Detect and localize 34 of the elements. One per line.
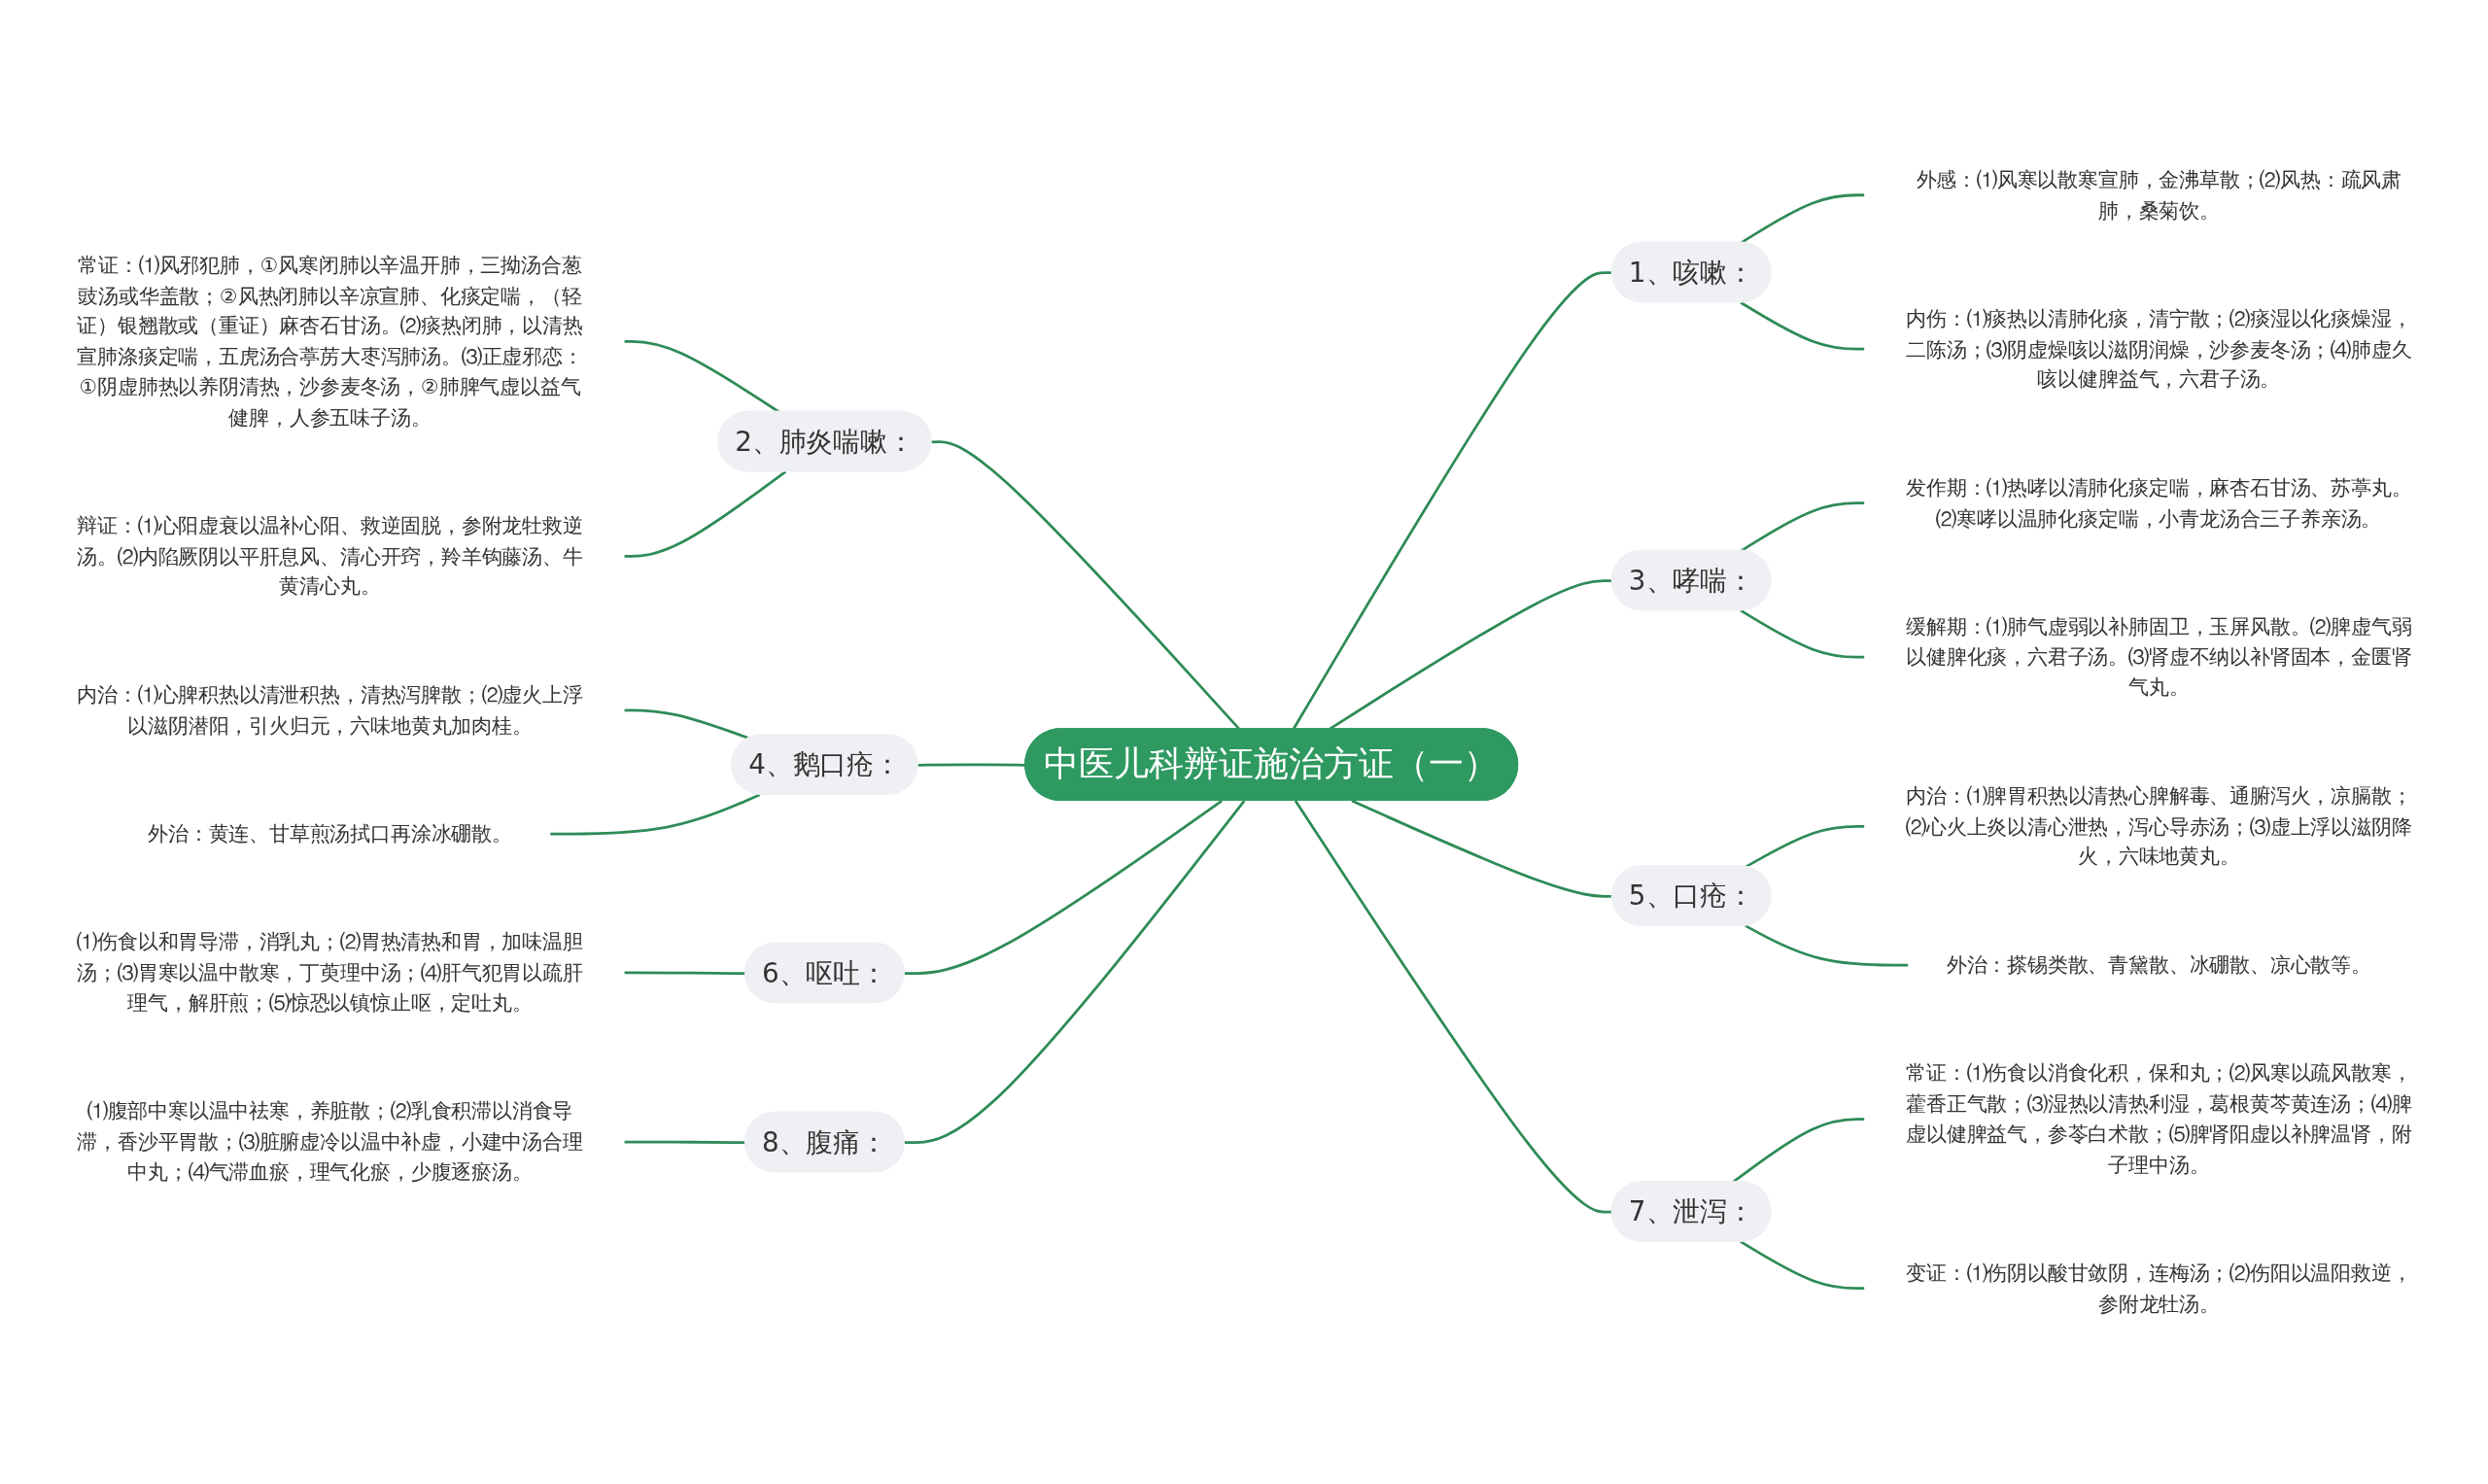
- node-text: 内伤：⑴痰热以清肺化痰，清宁散；⑵痰湿以化痰燥湿，二陈汤；⑶阴虚燥咳以滋阴润燥，沙参麦冬汤；⑷肺虚久咳以健脾益气，六君子汤。: [1905, 306, 2411, 392]
- connector: [904, 800, 1223, 976]
- connector: [1739, 1240, 1865, 1291]
- node-text: 发作期：⑴热哮以清肺化痰定喘，麻杏石甘汤、苏葶丸。⑵寒哮以温肺化痰定喘，小青龙汤合三子养亲汤。: [1905, 475, 2411, 531]
- connector: [1328, 579, 1612, 731]
- connector: [623, 1140, 745, 1145]
- connector: [931, 440, 1241, 731]
- node-text: 内治：⑴心脾积热以清泄积热，清热泻脾散；⑵虚火上浮以滋阴潜阳，引火归元，六味地黄丸加肉桂。: [77, 682, 583, 738]
- connector: [1739, 501, 1865, 553]
- node-text: 缓解期：⑴肺气虚弱以补肺固卫，玉屏风散。⑵脾虚气弱以健脾化痰，六君子汤。⑶肾虚不纳以补肾固本，金匮肾气丸。: [1905, 614, 2411, 700]
- node-text: 变证：⑴伤阴以酸甘敛阴，连梅汤；⑵伤阳以温阳救逆，参附龙牡汤。: [1905, 1260, 2411, 1316]
- connector: [1351, 800, 1612, 899]
- connector: [549, 793, 760, 836]
- connector: [1739, 301, 1865, 351]
- node-text: ⑴腹部中寒以温中祛寒，养脏散；⑵乳食积滞以消食导滞，香沙平胃散；⑶脏腑虚冷以温中补虚，小建中汤合理中丸；⑷气滞血瘀，理气化瘀，少腹逐瘀汤。: [77, 1099, 583, 1185]
- node-text: 辩证：⑴心阳虚衰以温补心阳、救逆固脱，参附龙牡救逆汤。⑵内陷厥阴以平肝息风、清心开窍，羚羊钩藤汤、牛黄清心丸。: [77, 513, 583, 599]
- connector: [1744, 825, 1865, 869]
- node-text: ⑴伤食以和胃导滞，消乳丸；⑵胃热清热和胃，加味温胆汤；⑶胃寒以温中散寒，丁萸理中汤；⑷肝气犯胃以疏肝理气，解肝煎；⑸惊恐以镇惊止呕，定吐丸。: [77, 930, 583, 1016]
- connector: [1731, 1118, 1865, 1184]
- node-text: 外治：黄连、甘草煎汤拭口再涂冰硼散。: [147, 821, 512, 846]
- node-text: 内治：⑴脾胃积热以清热心脾解毒、通腑泻火，凉膈散；⑵心火上炎以清心泄热，泻心导赤汤；⑶虚上浮以滋阴降火，六味地黄丸。: [1905, 783, 2411, 869]
- node-text: 外感：⑴风寒以散寒宣肺，金沸草散；⑵风热：疏风肃肺，桑菊饮。: [1916, 167, 2402, 223]
- connector: [1744, 924, 1909, 967]
- connector: [623, 708, 750, 741]
- connector: [623, 470, 786, 558]
- connector: [1292, 271, 1612, 731]
- connector: [904, 800, 1245, 1145]
- connector: [1294, 800, 1612, 1214]
- node-text: 常证：⑴伤食以消食化积，保和丸；⑵风寒以疏风散寒，藿香正气散；⑶湿热以清热利湿，葛根黄芩黄连汤；⑷脾虚以健脾益气，参苓白术散；⑸脾肾阳虚以补脾温肾，附子理中汤。: [1905, 1061, 2411, 1177]
- node-text: 外治：搽锡类散、青黛散、冰硼散、凉心散等。: [1946, 952, 2371, 978]
- node-text: 常证：⑴风邪犯肺，①风寒闭肺以辛温开肺，三拗汤合葱豉汤或华盖散；②风热闭肺以辛凉宣肺、化痰定喘，（轻证）银翘散或（重证）麻杏石甘汤。⑵痰热闭肺，以清热宣肺涤痰定喘，五虎汤合葶苈大枣泻肺汤。⑶正虚邪恋：①阴虚肺热以养阴清热，沙参麦冬汤，②肺脾气虚以益气健脾，人参五味子汤。: [77, 253, 583, 430]
- connector: [1739, 609, 1865, 659]
- connector: [1739, 193, 1865, 245]
- connector: [623, 971, 745, 976]
